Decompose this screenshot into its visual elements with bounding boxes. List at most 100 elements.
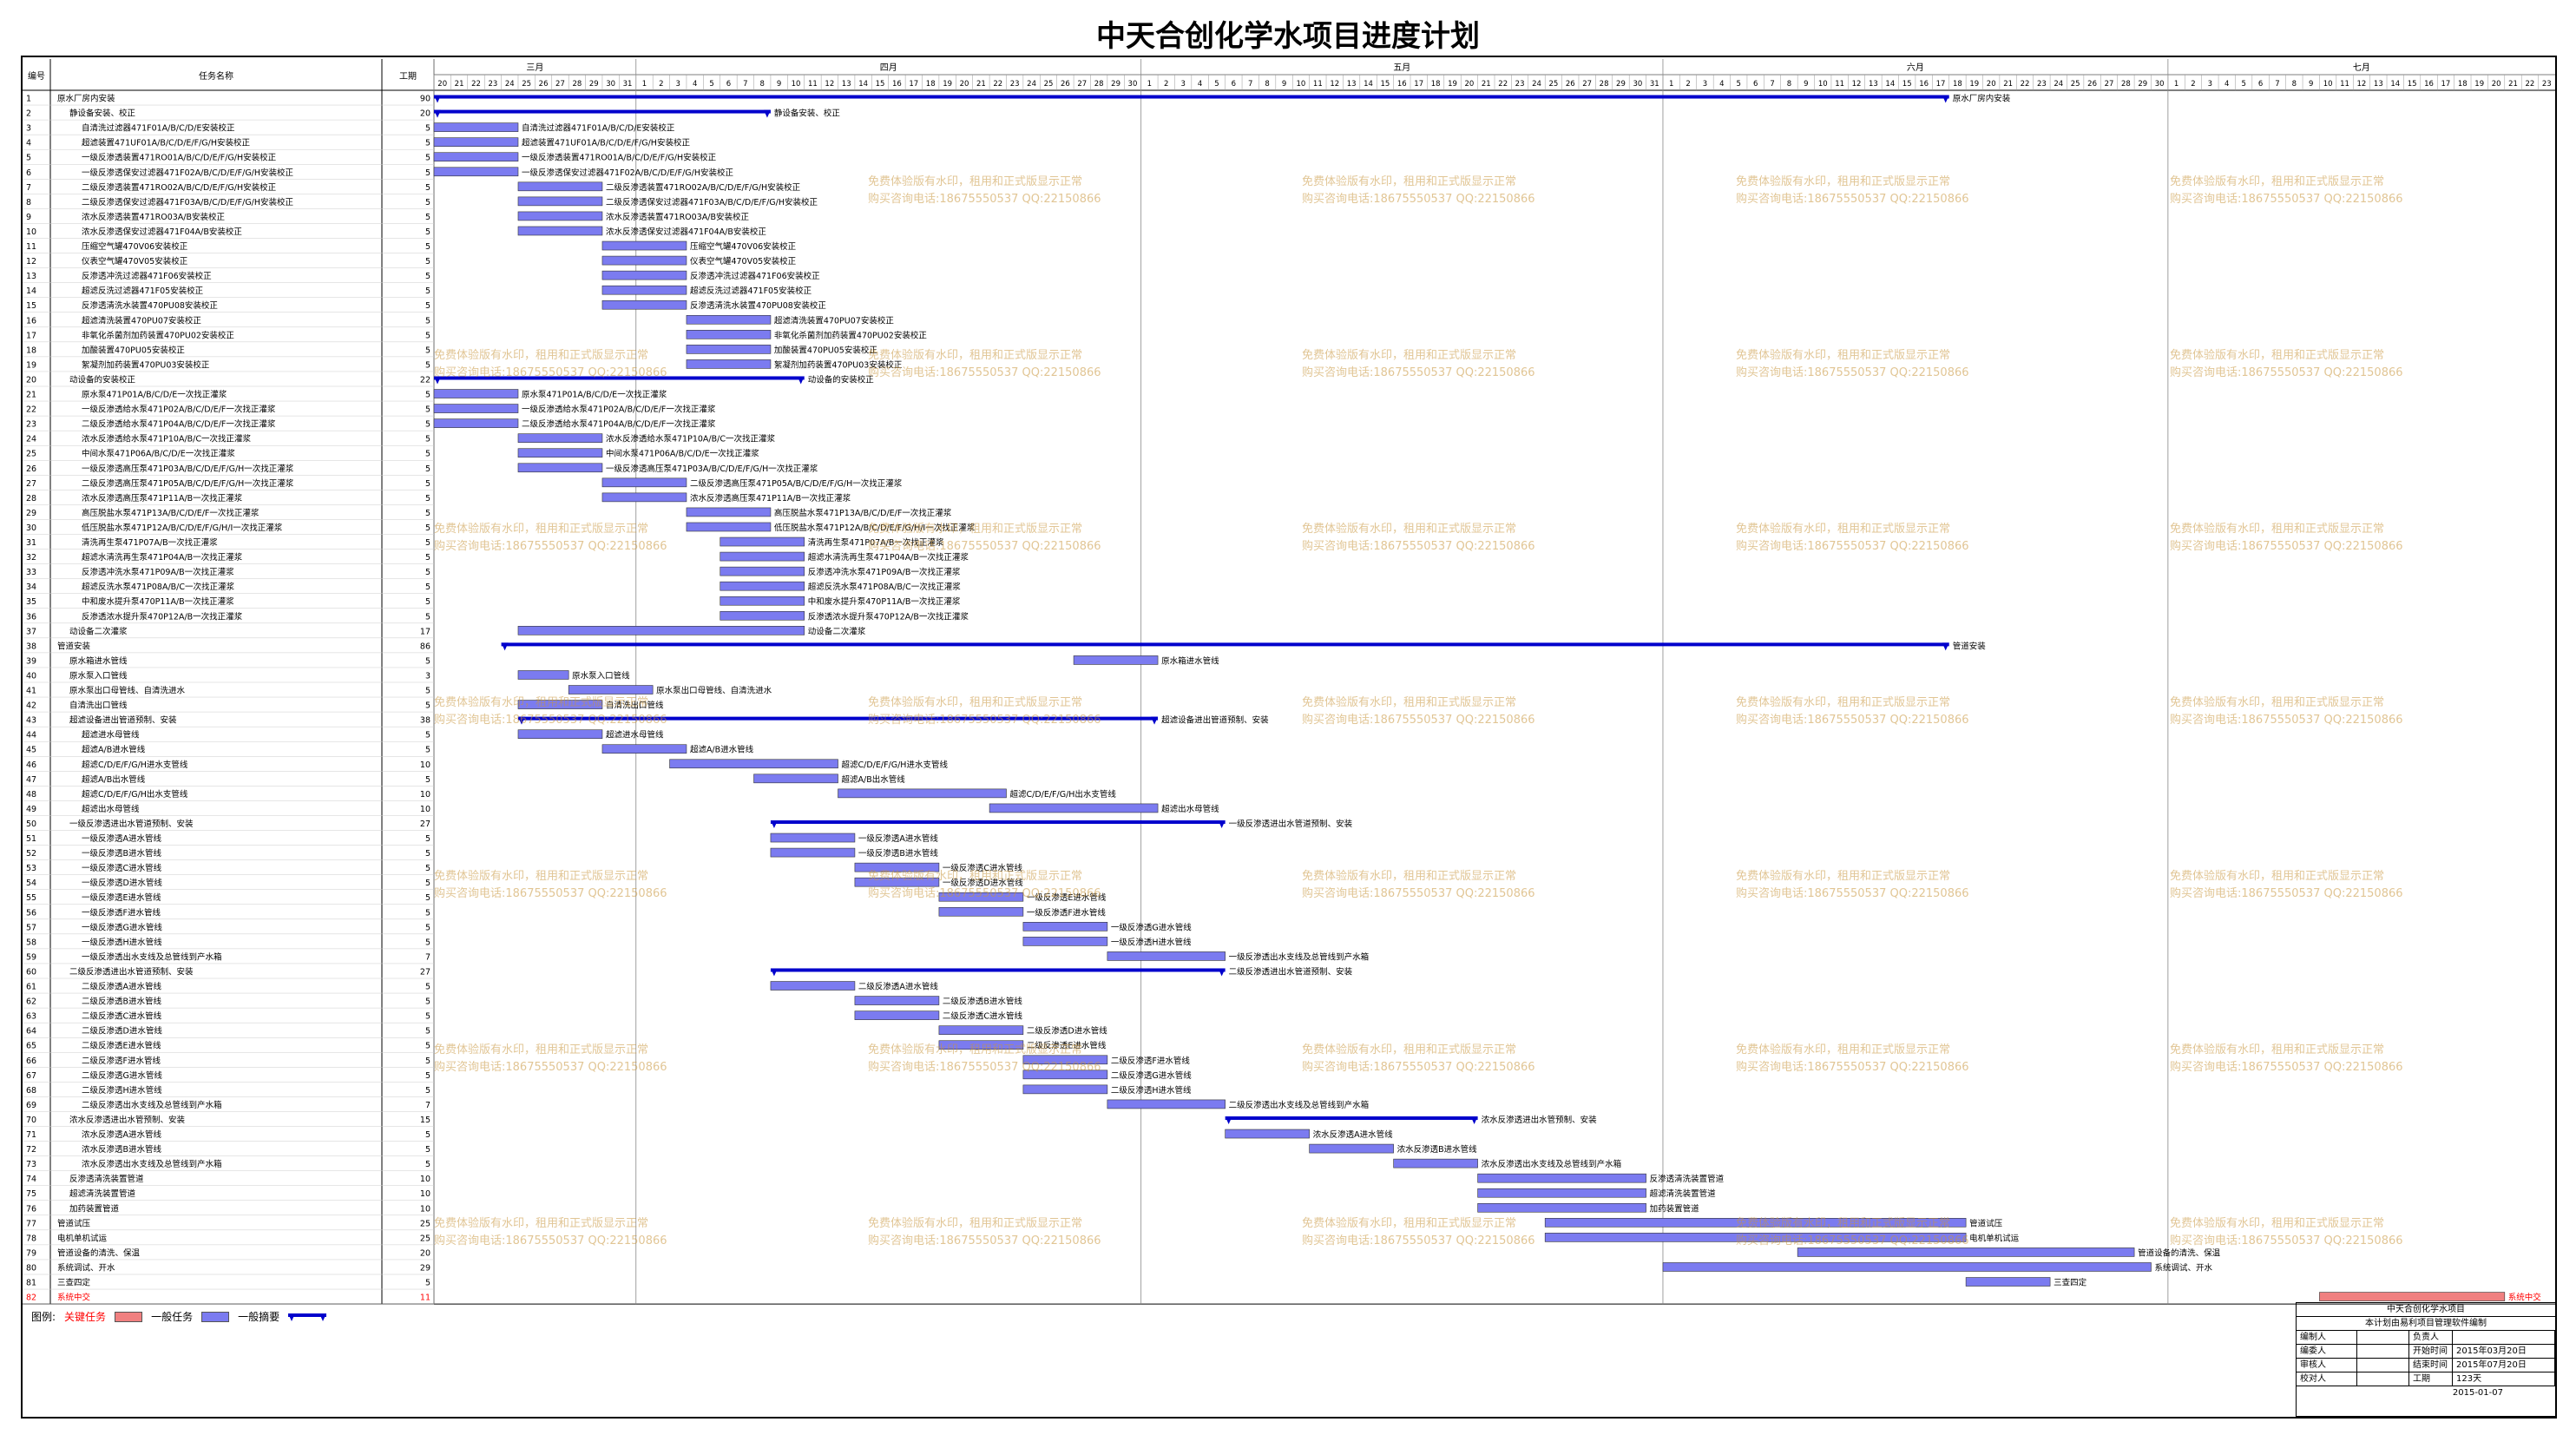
summary-bar <box>517 716 1159 721</box>
task-id: 63 <box>26 1012 36 1022</box>
day-tick-label: 2 <box>2191 80 2195 89</box>
task-bar <box>433 418 519 428</box>
day-tick-label: 28 <box>1094 80 1104 89</box>
task-name: 超滤出水母管线 <box>82 804 140 814</box>
task-bar <box>433 167 519 177</box>
day-tick-label: 26 <box>539 80 549 89</box>
task-duration: 3 <box>425 671 430 681</box>
task-bar <box>433 122 519 132</box>
task-bar <box>1022 1070 1108 1080</box>
bar-label: 反渗透清洗水装置470PU08安装校正 <box>690 300 826 311</box>
task-duration: 25 <box>420 1219 430 1228</box>
task-name: 二级反渗透G进水管线 <box>82 1070 162 1081</box>
task-name: 超滤装置471UF01A/B/C/D/E/F/G/H安装校正 <box>82 138 250 148</box>
day-tick-label: 23 <box>2037 80 2047 89</box>
task-duration: 5 <box>425 1086 430 1096</box>
day-tick-label: 29 <box>589 80 599 89</box>
task-duration: 5 <box>425 1057 430 1066</box>
task-name: 一级反渗透H进水管线 <box>82 937 162 947</box>
day-tick-label: 22 <box>1498 80 1508 89</box>
header-duration: 工期 <box>399 71 417 82</box>
task-id: 30 <box>26 523 36 533</box>
day-tick-label: 19 <box>943 80 952 89</box>
task-bar <box>601 285 687 295</box>
bar-label: 一级反渗透高压泵471P03A/B/C/D/E/F/G/H一次找正灌浆 <box>606 464 818 474</box>
task-id: 69 <box>26 1101 36 1110</box>
day-tick-label: 30 <box>1128 80 1138 89</box>
task-id: 1 <box>26 95 31 104</box>
day-tick-label: 14 <box>2390 80 2400 89</box>
bar-label: 低压脱盐水泵471P12A/B/C/D/E/F/G/H/I一次找正灌浆 <box>774 523 976 533</box>
task-duration: 5 <box>425 213 430 222</box>
task-duration: 5 <box>425 242 430 252</box>
day-tick-label: 29 <box>1111 80 1120 89</box>
task-duration: 38 <box>420 716 430 726</box>
task-duration: 5 <box>425 553 430 563</box>
bar-label: 加酸装置470PU05安装校正 <box>774 345 877 355</box>
task-duration: 5 <box>425 272 430 281</box>
task-name: 二级反渗透保安过滤器471F03A/B/C/D/E/F/G/H安装校正 <box>82 197 294 207</box>
task-id: 19 <box>26 360 36 370</box>
task-duration: 5 <box>425 257 430 267</box>
task-name: 一级反渗透高压泵471P03A/B/C/D/E/F/G/H一次找正灌浆 <box>82 464 294 474</box>
task-name: 二级反渗透进出水管道预制、安装 <box>69 966 194 977</box>
task-id: 78 <box>26 1234 36 1243</box>
chart-frame <box>21 56 2557 1419</box>
day-tick-label: 13 <box>2374 80 2383 89</box>
task-duration: 20 <box>420 109 430 119</box>
task-name: 一级反渗透D进水管线 <box>82 878 162 888</box>
task-bar <box>517 226 603 236</box>
task-name: 三查四定 <box>57 1278 91 1288</box>
task-id: 73 <box>26 1160 36 1169</box>
bar-label: 超滤水清洗再生泵471P04A/B一次找正灌浆 <box>808 552 969 563</box>
task-duration: 5 <box>425 391 430 400</box>
task-name: 二级反渗透A进水管线 <box>82 982 161 992</box>
task-duration: 5 <box>425 775 430 785</box>
day-tick-label: 1 <box>2174 80 2178 89</box>
task-bar <box>720 581 805 591</box>
task-bar <box>938 1025 1024 1035</box>
task-id: 12 <box>26 257 36 267</box>
day-tick-label: 23 <box>2542 80 2552 89</box>
day-tick-label: 4 <box>1198 80 1202 89</box>
day-tick-label: 19 <box>2474 80 2484 89</box>
task-name: 超滤C/D/E/F/G/H进水支管线 <box>82 760 188 770</box>
task-name: 浓水反渗透进出水管预制、安装 <box>69 1115 186 1125</box>
day-tick-label: 4 <box>2224 80 2229 89</box>
task-bar <box>517 433 603 443</box>
task-name: 二级反渗透E进水管线 <box>82 1041 161 1051</box>
task-name: 系统调试、开水 <box>57 1262 115 1273</box>
task-id: 72 <box>26 1145 36 1155</box>
day-tick-label: 8 <box>1787 80 1791 89</box>
task-id: 48 <box>26 790 36 800</box>
task-id: 76 <box>26 1204 36 1214</box>
day-tick-label: 5 <box>1737 80 1741 89</box>
bar-label: 浓水反渗透高压泵471P11A/B一次找正灌浆 <box>690 493 851 504</box>
task-name: 仪表空气罐470V05安装校正 <box>82 256 188 267</box>
task-bar <box>517 448 603 458</box>
day-tick-label: 6 <box>1753 80 1758 89</box>
task-id: 77 <box>26 1219 36 1228</box>
bar-label: 压缩空气罐470V06安装校正 <box>690 241 797 252</box>
task-duration: 5 <box>425 568 430 577</box>
task-name: 超滤水清洗再生泵471P04A/B一次找正灌浆 <box>82 552 243 563</box>
bar-label: 静设备安装、校正 <box>774 109 841 119</box>
task-name: 超滤反洗过滤器471F05安装校正 <box>82 286 204 296</box>
task-bar <box>1393 1158 1478 1168</box>
day-tick-label: 15 <box>1381 80 1390 89</box>
summary-bar <box>770 968 1226 972</box>
task-bar <box>1225 1129 1310 1139</box>
day-tick-label: 16 <box>2424 80 2434 89</box>
info-cell: 编委人 <box>2297 1345 2357 1358</box>
day-tick-label: 17 <box>909 80 918 89</box>
summary-cap-start <box>434 376 441 385</box>
bar-label: 浓水反渗透装置471RO03A/B安装校正 <box>606 212 750 222</box>
day-tick-label: 6 <box>2258 80 2263 89</box>
day-tick-label: 22 <box>471 80 481 89</box>
task-name: 浓水反渗透装置471RO03A/B安装校正 <box>82 212 226 222</box>
bar-label: 反渗透清洗装置管道 <box>1650 1174 1725 1184</box>
bar-label: 二级反渗透E进水管线 <box>1027 1041 1107 1051</box>
header-id: 编号 <box>28 70 45 82</box>
